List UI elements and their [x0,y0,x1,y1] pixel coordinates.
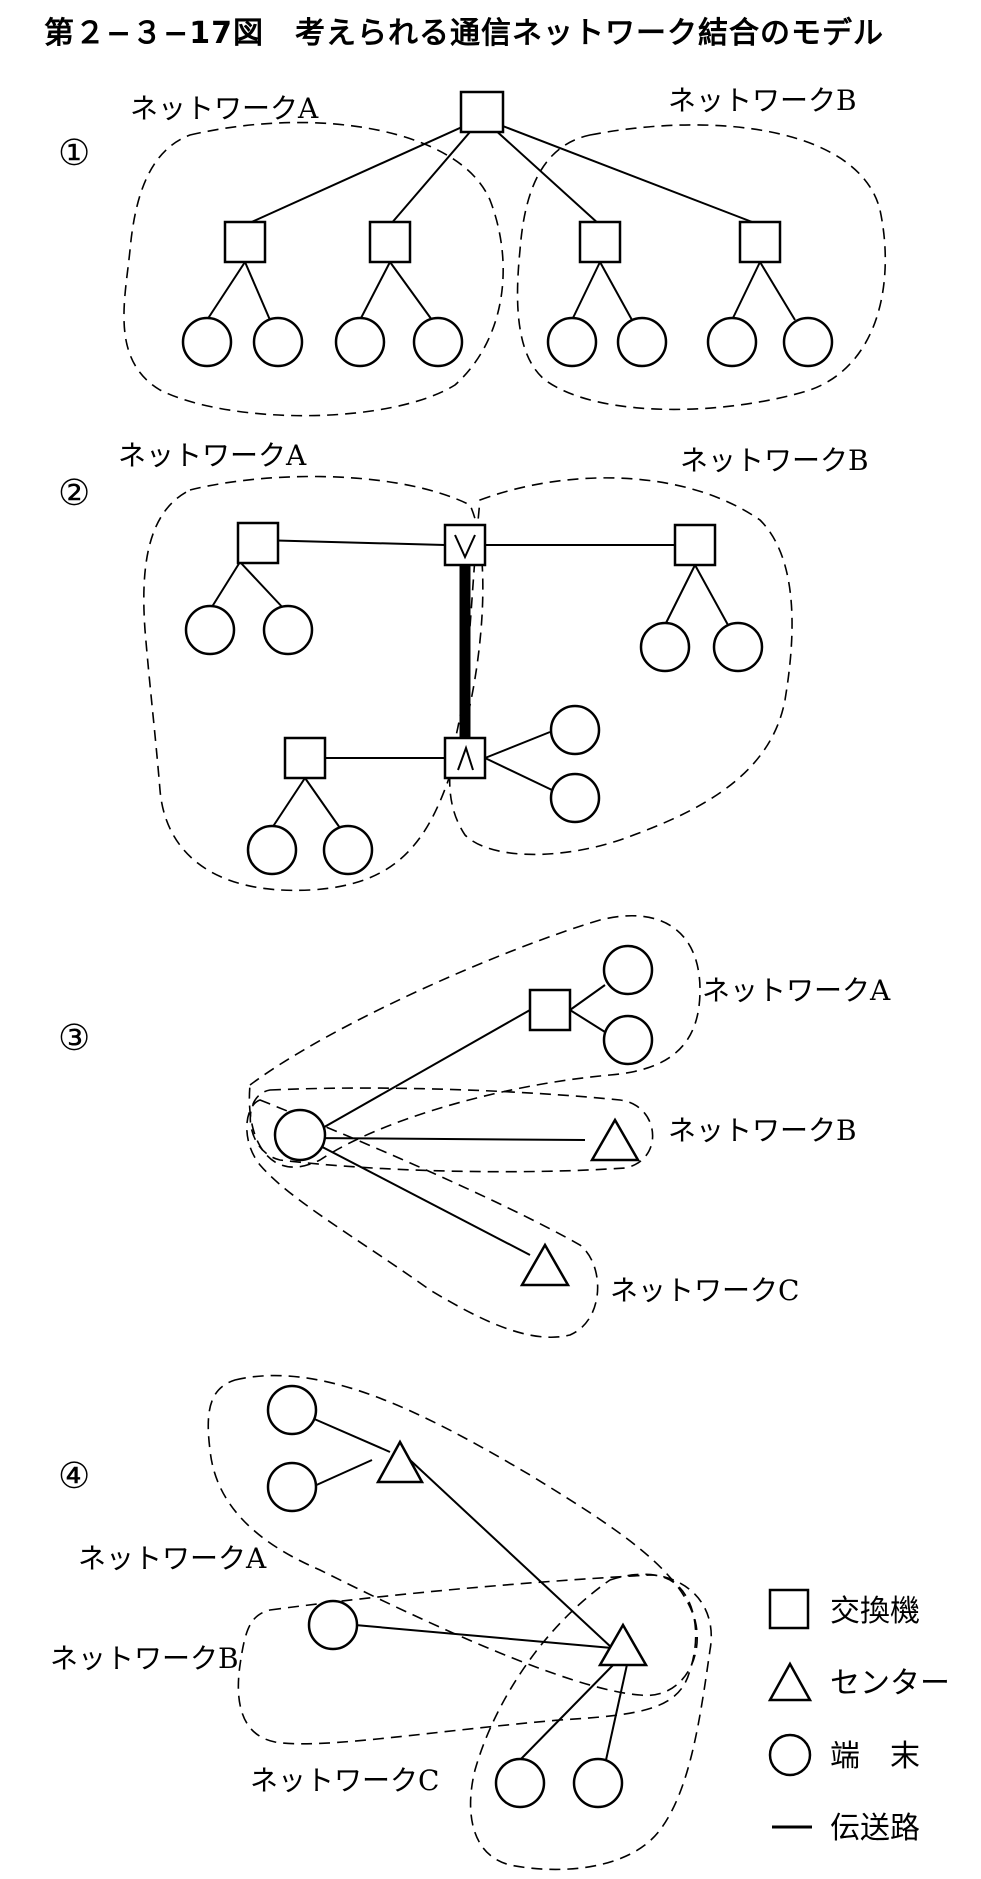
panel-4-terminal [266,1384,318,1436]
legend-center-label: センター [830,1666,950,1701]
panel-4-terminal [307,1599,359,1651]
legend: 交換機 センター 端 末 伝送路 [767,1588,950,1846]
panel-3-center [519,1242,571,1287]
panel-1-switch [578,220,622,264]
panel-1-label-network-a: ネットワークA [130,92,319,125]
panel-3-boundary-network-b [249,1087,654,1173]
panel-3-boundary-network-a [248,915,701,1168]
panel-2-gateway-mark [454,534,476,560]
panel-4-shared-center [597,1622,649,1667]
panel-1-number: ① [58,133,90,174]
panel-1-terminal [706,316,758,368]
panel-4-terminal [266,1461,318,1513]
panel-4-label-network-b: ネットワークB [50,1642,239,1675]
panel-3-label-network-b: ネットワークB [668,1114,857,1147]
panel-4-label-network-c: ネットワークC [250,1764,439,1797]
panel-4-boundary-network-b [237,1574,697,1745]
panel-1-switch [368,220,412,264]
panel-2-terminal [549,704,601,756]
panel-1-terminal [252,316,304,368]
panel-2-number: ② [58,473,90,514]
panel-3-label-network-c: ネットワークC [610,1274,799,1307]
panel-1-terminal [412,316,464,368]
panel-2-gateway-switch [443,523,487,567]
panel-2-label-network-b: ネットワークB [680,444,869,477]
legend-terminal-label: 端 末 [830,1739,920,1774]
panel-3-boundary-network-c [246,1099,599,1339]
panel-2-boundary-network-a [143,475,484,892]
panel-4-label-network-a: ネットワークA [78,1542,267,1575]
panel-3-center [589,1117,641,1162]
panel-2-gateway-switch [443,736,487,780]
panel-4-number: ④ [58,1456,90,1497]
panel-1-terminal [546,316,598,368]
legend-terminal-symbol [768,1733,812,1777]
panel-1: ① ネットワークA ネットワークB [58,84,887,417]
panel-2-boundary-network-b [448,477,793,856]
panel-2-terminal [262,604,314,656]
panel-3: ③ ネットワークA ネットワークB ネットワークC [58,915,891,1339]
panel-3-label-network-a: ネットワークA [702,974,891,1007]
panel-2-terminal [549,772,601,824]
panel-2-terminal [712,621,764,673]
panel-2: ② ネットワークA ネットワークB [58,439,869,892]
panel-1-switch-top [459,90,505,134]
panel-1-boundary-network-b [516,124,887,411]
panel-2-label-network-a: ネットワークA [118,439,307,472]
panel-1-boundary-network-a [123,121,504,417]
panel-4-links [311,1417,629,1761]
panel-3-number: ③ [58,1018,90,1059]
panel-4-center [375,1439,425,1484]
panel-1-links [206,117,796,321]
panel-2-links [209,539,729,829]
panel-1-switch [223,220,267,264]
panel-3-switch [528,988,572,1032]
panel-2-gateway-mark [457,744,474,771]
panel-3-links [304,984,606,1256]
panel-2-terminal [184,604,236,656]
panel-1-terminal [181,316,233,368]
panel-4: ④ ネットワークA ネットワークB ネットワークC [50,1374,713,1871]
legend-switch-symbol [768,1588,810,1630]
panel-2-terminal [322,824,374,876]
panel-1-terminal [616,316,668,368]
panel-4-terminal [494,1757,546,1809]
panel-1-switch [738,220,782,264]
panel-4-boundary-network-c [469,1573,713,1871]
panel-3-terminal [602,944,654,996]
panel-1-label-network-b: ネットワークB [668,84,857,117]
legend-switch-label: 交換機 [830,1594,920,1629]
panel-3-terminal [602,1014,654,1066]
panel-1-terminal [782,316,834,368]
legend-line-label: 伝送路 [830,1811,920,1846]
panel-2-terminal [246,824,298,876]
panel-2-switch [283,736,327,780]
panel-1-terminal [334,316,386,368]
panel-4-boundary-network-a [207,1374,698,1697]
panel-4-terminal [572,1757,624,1809]
legend-center-symbol [767,1661,813,1702]
panel-2-terminal [639,621,691,673]
panel-2-switch [673,523,717,567]
panel-2-switch [236,521,280,565]
figure-title: 第２−３−17図 考えられる通信ネットワーク結合のモデル [44,16,885,51]
panel-3-shared-terminal [273,1108,327,1162]
